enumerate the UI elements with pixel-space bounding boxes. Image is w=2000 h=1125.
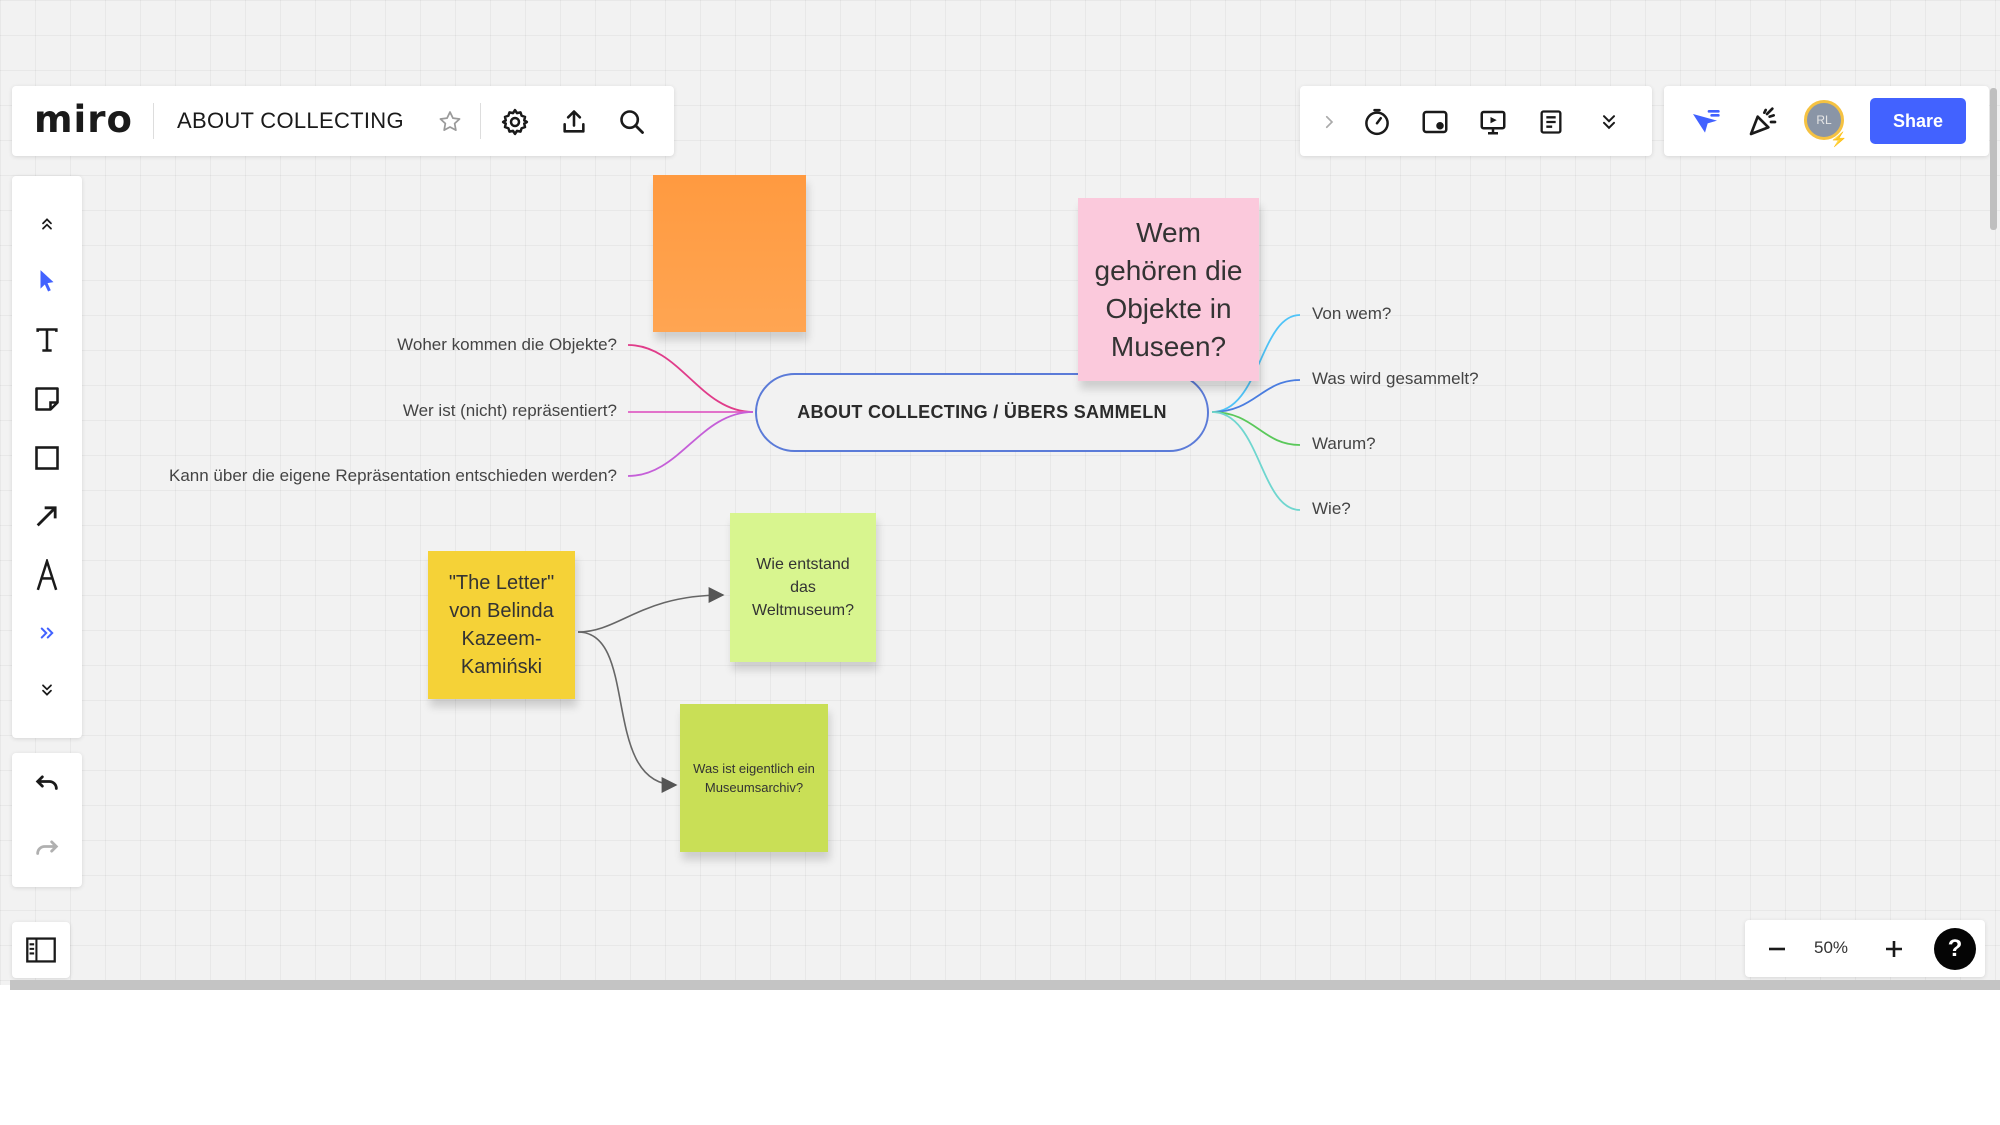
text-icon[interactable] [25,318,69,362]
divider [153,103,154,139]
pen-icon[interactable] [25,553,69,597]
connector-to-archiv [577,631,678,793]
mindmap-branch-right[interactable]: Von wem? [1312,304,1392,323]
mindmap-branch-right[interactable]: Wie? [1312,499,1351,518]
branch-line-right-1 [1211,314,1301,413]
sticky-note-pink[interactable]: Wem gehören die Objekte in Museen? [1078,198,1259,381]
tools-sidebar [12,176,82,738]
star-icon[interactable] [428,100,472,144]
rectangle-icon[interactable] [25,436,69,480]
more-tools-icon[interactable] [25,611,69,655]
mindmap-branch-right[interactable]: Warum? [1312,434,1376,453]
gear-icon[interactable] [493,100,537,144]
mindmap-center-node[interactable]: ABOUT COLLECTING / ÜBERS SAMMELN [755,373,1209,452]
branch-line-right-4 [1211,411,1301,511]
connector-lines [577,314,1301,793]
branch-line-right-3 [1211,411,1301,446]
undo-icon[interactable] [25,763,69,807]
sticky-note-yellow[interactable]: "The Letter" von Belinda Kazeem-Kamiński [428,551,575,699]
arrow-tool-icon[interactable] [25,494,69,538]
sticky-note-light-green[interactable]: Wie entstand das Weltmuseum? [730,513,876,662]
sticky-note-orange[interactable] [653,175,806,332]
branch-line-right-2 [1211,379,1301,413]
cursor-filter-icon[interactable] [1683,100,1727,144]
redo-icon[interactable] [25,828,69,872]
chevron-double-down-icon[interactable] [1587,100,1631,144]
share-button[interactable]: Share [1870,98,1966,144]
board-panel-icon[interactable] [19,928,63,972]
avatar[interactable]: RL [1804,100,1844,140]
expand-down-icon[interactable] [25,668,69,712]
celebrate-icon[interactable] [1741,100,1785,144]
vertical-scrollbar[interactable] [1990,88,1997,230]
lightning-icon: ⚡ [1830,131,1848,147]
zoom-out-icon[interactable] [1755,927,1799,971]
miro-logo[interactable]: miro [34,98,133,141]
mindmap-branch-right[interactable]: Was wird gesammelt? [1312,369,1479,388]
upload-icon[interactable] [552,100,596,144]
collapse-up-icon[interactable] [25,202,69,246]
help-icon[interactable]: ? [1934,928,1976,970]
tools-panel [1300,86,1652,156]
present-icon[interactable] [1471,100,1515,144]
sticky-note-icon[interactable] [25,377,69,421]
mindmap-branch-left[interactable]: Kann über die eigene Repräsentation ents… [169,466,617,485]
chevron-right-icon[interactable] [1307,100,1351,144]
zoom-level[interactable]: 50% [1814,938,1849,957]
video-chat-icon[interactable] [1413,100,1457,144]
history-panel [12,753,82,887]
timer-icon[interactable] [1355,100,1399,144]
branch-line-left-3 [627,411,754,477]
sticky-note-green[interactable]: Was ist eigentlich ein Museumsarchiv? [680,704,828,852]
horizontal-scrollbar[interactable] [10,980,2000,990]
connector-to-weltmuseum [577,587,725,633]
divider [480,103,481,139]
mindmap-branch-left[interactable]: Woher kommen die Objekte? [397,335,617,354]
board-panel-button[interactable] [12,922,70,978]
zoom-in-icon[interactable] [1872,927,1916,971]
branch-line-left-1 [627,344,754,413]
board-header-panel [12,86,674,156]
board-canvas[interactable]: ABOUT COLLECTING / ÜBERS SAMMELN Woher k… [0,0,2000,985]
notes-icon[interactable] [1529,100,1573,144]
mindmap-branch-left[interactable]: Wer ist (nicht) repräsentiert? [402,401,617,420]
search-icon[interactable] [610,100,654,144]
board-title[interactable]: ABOUT COLLECTING [177,108,404,133]
blank-area [0,990,2000,1125]
select-cursor-icon[interactable] [25,259,69,303]
